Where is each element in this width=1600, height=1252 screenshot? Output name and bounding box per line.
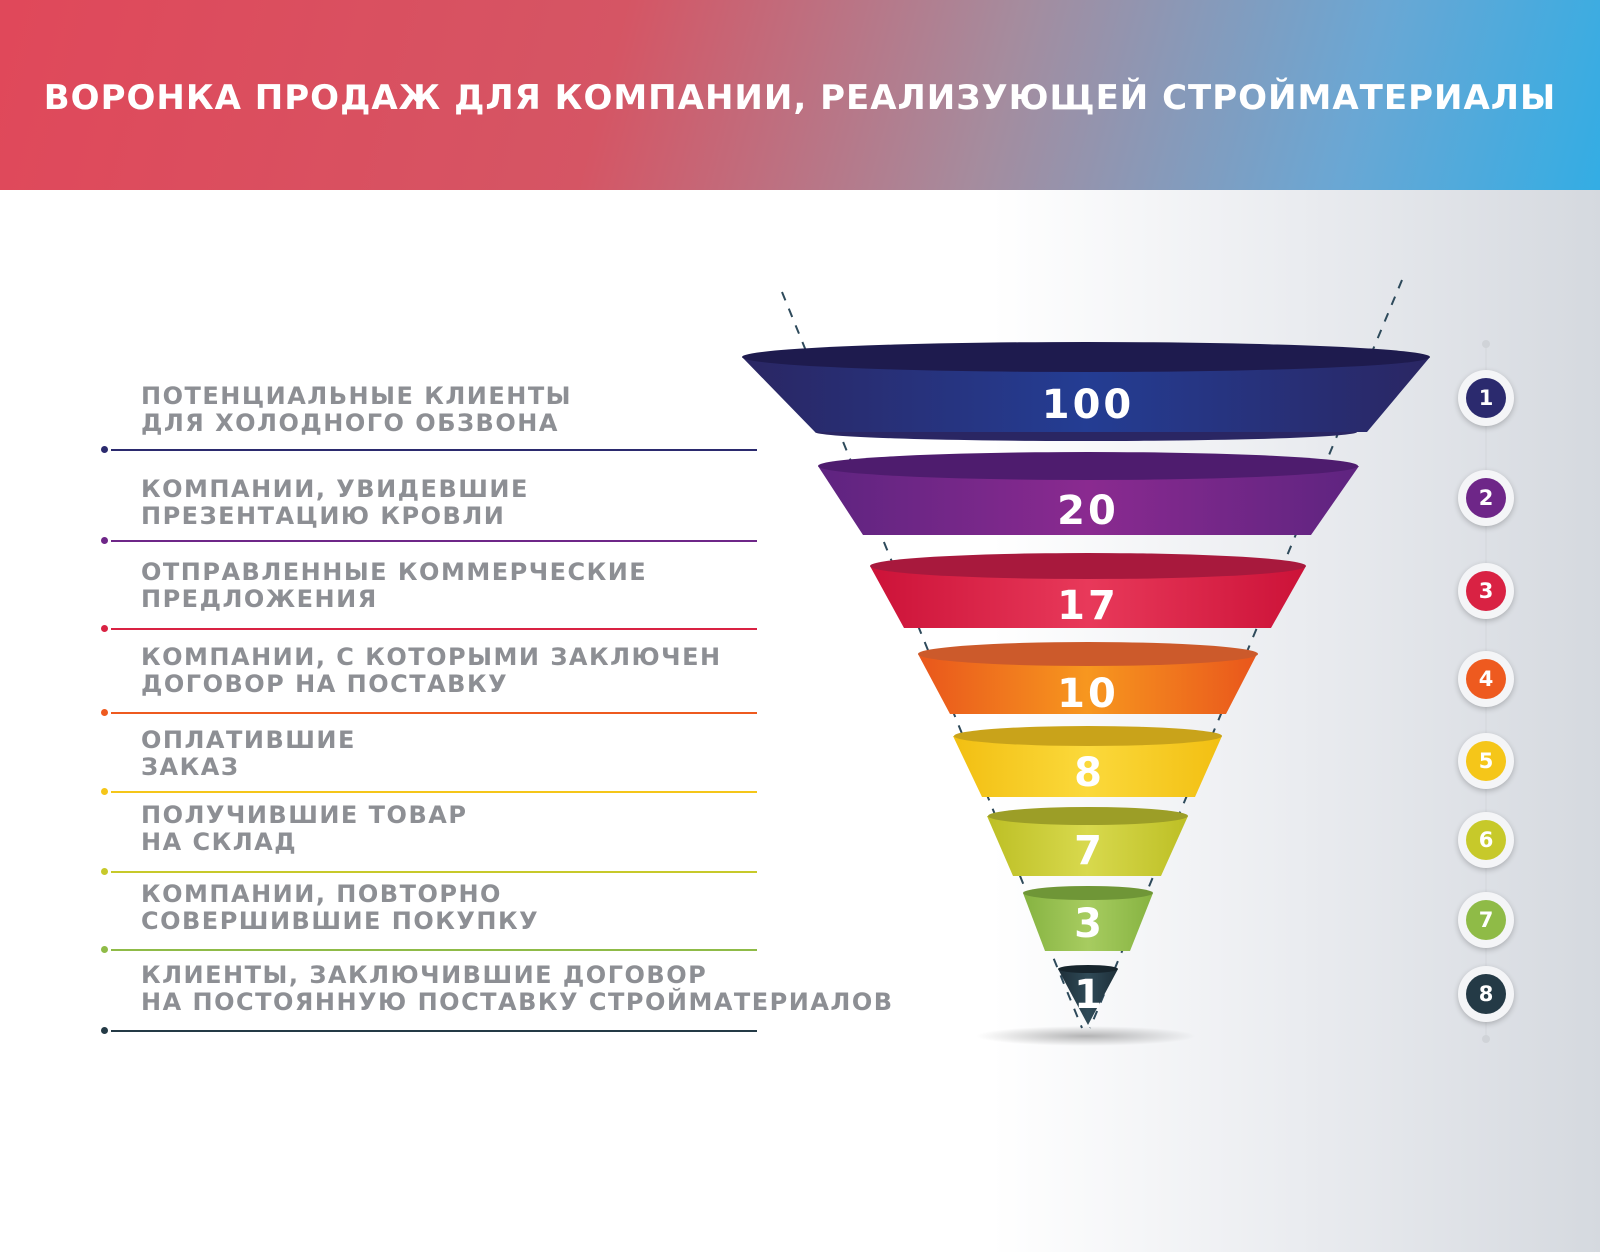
stage-label-line2: НА СКЛАД [141,828,298,856]
stage-label-line2: СОВЕРШИВШИЕ ПОКУПКУ [141,907,540,935]
stage-label-line1: ОТПРАВЛЕННЫЕ КОММЕРЧЕСКИЕ [141,558,648,586]
stage-rule-dot-6 [101,868,108,875]
stage-rule-4 [111,712,757,714]
stage-label-line2: ПРЕЗЕНТАЦИЮ КРОВЛИ [141,502,506,530]
funnel-layer-1 [742,342,1430,441]
stage-label-6: ПОЛУЧИВШИЕ ТОВАР НА СКЛАД [141,802,901,856]
badge-track-bottom [1482,1035,1490,1043]
stage-rule-dot-7 [101,946,108,953]
stage-label-line1: КЛИЕНТЫ, ЗАКЛЮЧИВШИЕ ДОГОВОР [141,961,708,989]
funnel-shadow [976,1026,1196,1046]
stage-label-4: КОМПАНИИ, С КОТОРЫМИ ЗАКЛЮЧЕН ДОГОВОР НА… [141,644,901,698]
step-badge-4: 4 [1458,651,1514,707]
stage-rule-8 [111,1030,757,1032]
step-badge-7: 7 [1458,892,1514,948]
step-badge-3: 3 [1458,563,1514,619]
step-badge-5: 5 [1458,733,1514,789]
stage-label-line2: НА ПОСТОЯННУЮ ПОСТАВКУ СТРОЙМАТЕРИАЛОВ [141,988,894,1016]
stage-label-line1: КОМПАНИИ, ПОВТОРНО [141,880,502,908]
stage-rule-7 [111,949,757,951]
stage-label-line1: КОМПАНИИ, УВИДЕВШИЕ [141,475,529,503]
stage-rule-3 [111,628,757,630]
funnel-layer-4 [918,642,1258,714]
funnel-layer-5 [953,726,1222,797]
stage-label-line1: ПОТЕНЦИАЛЬНЫЕ КЛИЕНТЫ [141,382,573,410]
badge-track-top [1482,340,1490,348]
stage-label-5: ОПЛАТИВШИЕ ЗАКАЗ [141,727,901,781]
step-number: 7 [1466,900,1506,940]
stage-rule-1 [111,449,757,451]
stage-rule-2 [111,540,757,542]
funnel-value-8: 1 [1074,972,1102,1018]
stage-label-3: ОТПРАВЛЕННЫЕ КОММЕРЧЕСКИЕ ПРЕДЛОЖЕНИЯ [141,559,901,613]
funnel-value-3: 17 [1057,583,1119,629]
stage-label-line1: ПОЛУЧИВШИЕ ТОВАР [141,801,468,829]
funnel-value-4: 10 [1057,671,1119,717]
stage-label-line2: ДЛЯ ХОЛОДНОГО ОБЗВОНА [141,409,559,437]
stage-rule-dot-1 [101,446,108,453]
step-number: 2 [1466,478,1506,518]
stage-rule-dot-3 [101,625,108,632]
funnel-layer-8 [1058,965,1118,1025]
stage-rule-dot-4 [101,709,108,716]
stage-rule-5 [111,791,757,793]
step-badge-1: 1 [1458,370,1514,426]
step-number: 8 [1466,974,1506,1014]
step-badge-6: 6 [1458,812,1514,868]
stage-label-8: КЛИЕНТЫ, ЗАКЛЮЧИВШИЕ ДОГОВОР НА ПОСТОЯНН… [141,962,901,1016]
step-badge-8: 8 [1458,966,1514,1022]
stage-label-2: КОМПАНИИ, УВИДЕВШИЕ ПРЕЗЕНТАЦИЮ КРОВЛИ [141,476,901,530]
page-title: ВОРОНКА ПРОДАЖ ДЛЯ КОМПАНИИ, РЕАЛИЗУЮЩЕЙ… [43,78,1557,118]
stage-label-line1: КОМПАНИИ, С КОТОРЫМИ ЗАКЛЮЧЕН [141,643,722,671]
header-banner: ВОРОНКА ПРОДАЖ ДЛЯ КОМПАНИИ, РЕАЛИЗУЮЩЕЙ… [0,0,1600,190]
step-badge-2: 2 [1458,470,1514,526]
stage-label-line2: ДОГОВОР НА ПОСТАВКУ [141,670,509,698]
funnel-layer-3 [870,553,1306,628]
step-number: 5 [1466,741,1506,781]
funnel-value-5: 8 [1074,750,1102,796]
stage-label-7: КОМПАНИИ, ПОВТОРНО СОВЕРШИВШИЕ ПОКУПКУ [141,881,901,935]
step-number: 1 [1466,378,1506,418]
funnel-layer-6 [987,807,1188,876]
funnel-layer-2 [818,452,1359,535]
funnel-layer-7 [1023,886,1153,951]
stage-label-line2: ЗАКАЗ [141,753,240,781]
stage-label-line1: ОПЛАТИВШИЕ [141,726,356,754]
funnel-value-1: 100 [1042,382,1135,428]
stage-rule-dot-2 [101,537,108,544]
funnel-value-7: 3 [1074,901,1102,947]
stage-rule-6 [111,871,757,873]
stage-label-1: ПОТЕНЦИАЛЬНЫЕ КЛИЕНТЫ ДЛЯ ХОЛОДНОГО ОБЗВ… [141,383,901,437]
step-number: 6 [1466,820,1506,860]
step-number: 3 [1466,571,1506,611]
stage-rule-dot-8 [101,1027,108,1034]
step-number: 4 [1466,659,1506,699]
funnel-value-6: 7 [1074,828,1102,874]
funnel-value-2: 20 [1057,488,1119,534]
stage-rule-dot-5 [101,788,108,795]
stage-label-line2: ПРЕДЛОЖЕНИЯ [141,585,378,613]
